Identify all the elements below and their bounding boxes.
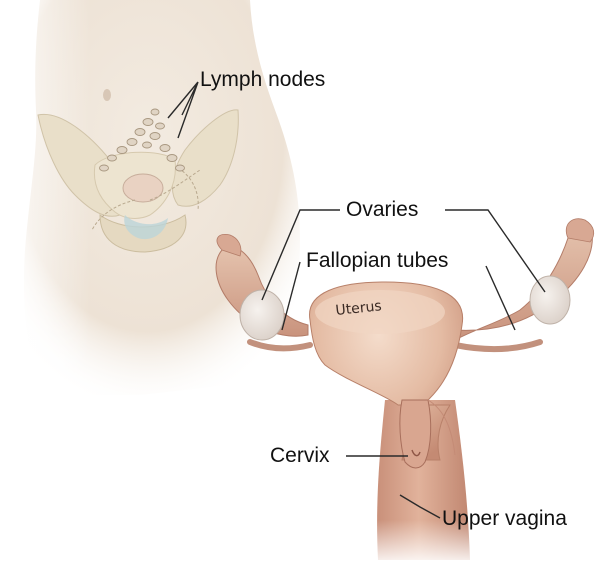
cervix: [400, 400, 431, 468]
label-upper-vagina: Upper vagina: [442, 507, 567, 530]
label-fallopian-tubes: Fallopian tubes: [306, 249, 448, 272]
label-cervix: Cervix: [270, 444, 330, 467]
label-ovaries: Ovaries: [346, 198, 418, 221]
small-uterus: [123, 174, 163, 202]
label-lymph-nodes: Lymph nodes: [200, 68, 325, 91]
ovary-left: [240, 290, 284, 340]
ovary-right: [530, 276, 570, 324]
